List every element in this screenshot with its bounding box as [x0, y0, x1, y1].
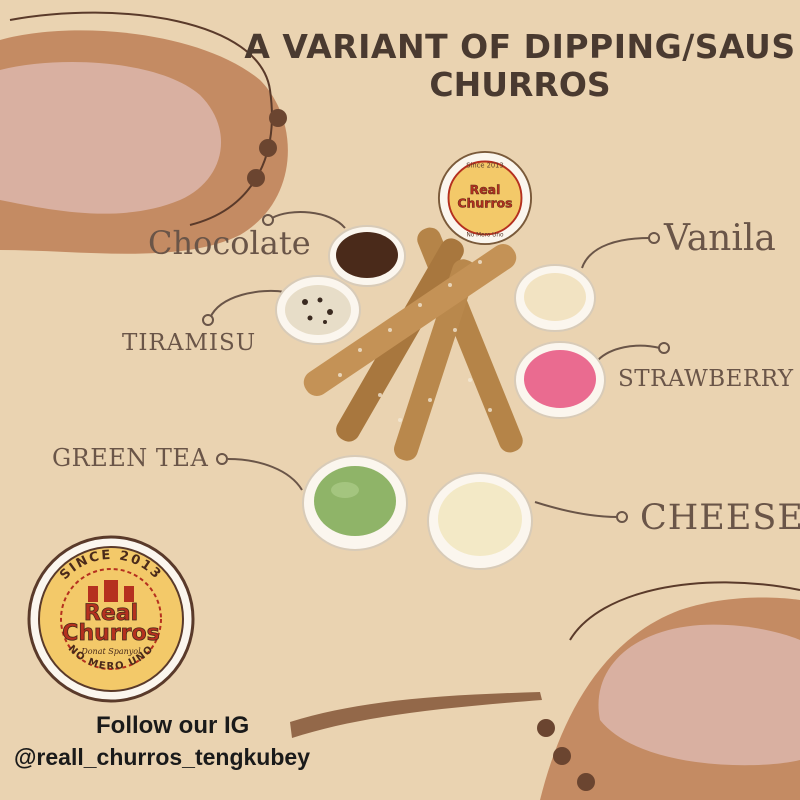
blob-top-left-outline: [9, 11, 273, 226]
logo-castle-icon: [88, 580, 134, 602]
instagram-handle[interactable]: @reall_churros_tengkubey: [14, 744, 310, 770]
small-logo-brand-1: Real: [470, 182, 501, 197]
flavor-label-chocolate: Chocolate: [148, 224, 311, 262]
blob-bottom-right-pink: [598, 624, 800, 766]
brand-logo: SINCE 2013 Real Churros Donat Spanyol NO…: [26, 534, 196, 704]
flavor-label-cheese: CHEESE: [640, 498, 800, 538]
churros-sticks: [303, 227, 523, 461]
bowl-strawberry: [514, 341, 606, 419]
blob-bottom-right-outline: [569, 581, 800, 641]
bowl-chocolate: [328, 225, 406, 287]
leader-vanila: [581, 237, 651, 269]
small-logo-brand-2: Churros: [457, 196, 512, 211]
logo-brand-1: Real: [84, 601, 138, 626]
bowl-vanila: [514, 264, 596, 332]
title-line-1: A VARIANT OF DIPPING/SAUS: [244, 27, 796, 66]
small-logo-since: Since 2013: [466, 161, 503, 169]
dot-4: [537, 719, 555, 737]
dot-6: [577, 773, 595, 791]
bowl-tiramisu: [275, 275, 361, 345]
bowl-greentea: [302, 455, 408, 551]
churro-3: [394, 259, 476, 461]
leader-tiramisu: [209, 289, 286, 319]
dot-5: [553, 747, 571, 765]
follow-label: Follow our IG: [96, 712, 250, 739]
leader-lines: [202, 211, 670, 523]
dot-3: [247, 169, 265, 187]
small-logo-motto: No Mero Uno: [466, 232, 504, 238]
blob-top-left-pink: [0, 62, 222, 214]
dot-2: [259, 139, 277, 157]
flavor-label-green-tea: GREEN TEA: [52, 444, 209, 472]
flavor-label-vanila: Vanila: [664, 218, 776, 259]
logo-tagline: Donat Spanyol: [80, 647, 141, 656]
leader-chocolate: [271, 211, 346, 229]
leader-strawberry: [597, 344, 661, 361]
page-title: A VARIANT OF DIPPING/SAUS CHURROS: [240, 28, 800, 104]
brush-stroke: [290, 692, 542, 738]
logo-brand-2: Churros: [62, 621, 159, 646]
dot-1: [269, 109, 287, 127]
churro-4: [303, 243, 517, 397]
title-line-2: CHURROS: [429, 64, 611, 104]
brand-logo-small: Since 2013 Real Churros No Mero Uno: [437, 150, 533, 246]
flavor-label-strawberry: STRAWBERRY: [618, 366, 794, 392]
flavor-label-tiramisu: TIRAMISU: [122, 330, 257, 356]
leader-cheese: [534, 501, 619, 518]
leader-greentea: [227, 458, 303, 491]
bowl-cheese: [427, 472, 533, 570]
